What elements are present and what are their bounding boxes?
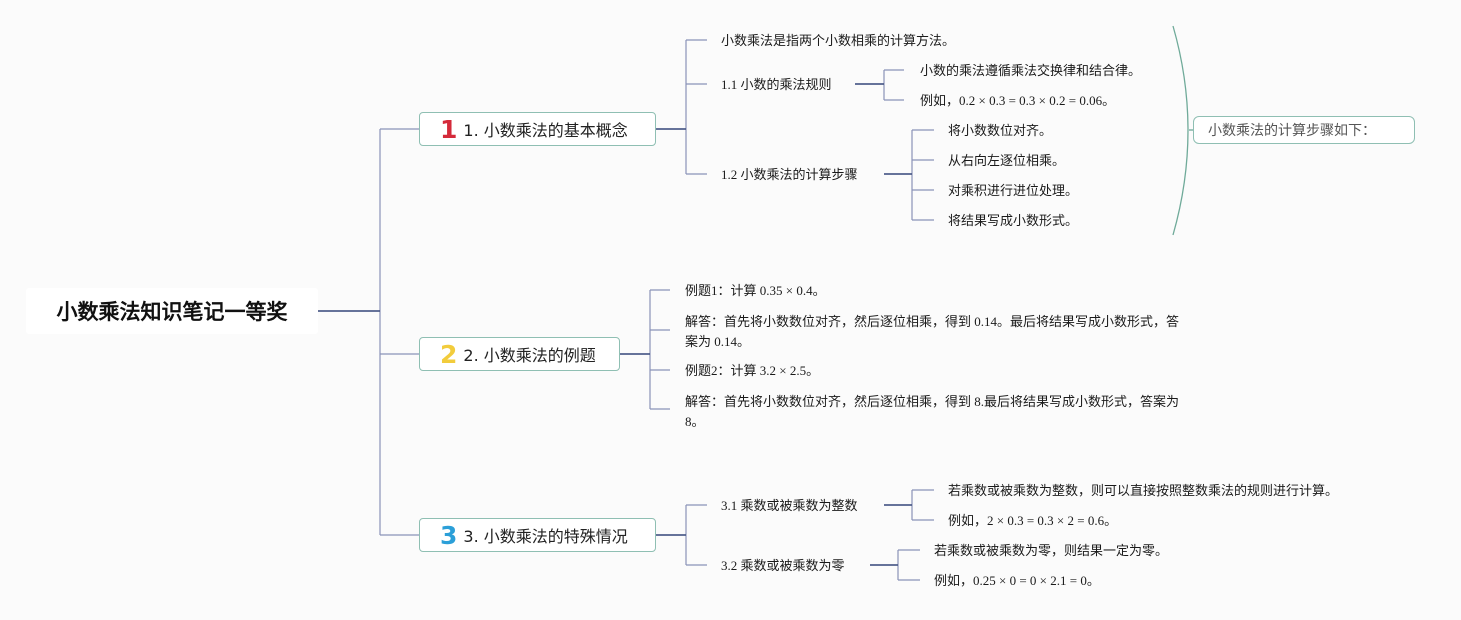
- topic-rule-commutative[interactable]: 小数的乘法遵循乘法交换律和结合律。: [920, 63, 1142, 78]
- topic-step-multiply[interactable]: 从右向左逐位相乘。: [948, 153, 1066, 168]
- topic-answer-1[interactable]: 解答：首先将小数数位对齐，然后逐位相乘，得到 0.14。最后将结果写成小数形式，…: [685, 314, 1180, 349]
- topic-example-2[interactable]: 例题2：计算 3.2 × 2.5。: [685, 363, 820, 378]
- topic-integer-example[interactable]: 例如，2 × 0.3 = 0.3 × 2 = 0.6。: [948, 513, 1118, 528]
- topic-integer-case[interactable]: 3.1 乘数或被乘数为整数: [721, 498, 858, 513]
- topic-answer-2[interactable]: 解答：首先将小数数位对齐，然后逐位相乘，得到 8.最后将结果写成小数形式，答案为…: [685, 394, 1180, 429]
- branch-label: 2. 小数乘法的例题: [463, 346, 596, 365]
- topic-example-1[interactable]: 例题1：计算 0.35 × 0.4。: [685, 283, 826, 298]
- number-three-icon: 3: [440, 520, 458, 550]
- branch-special-cases[interactable]: 3 3. 小数乘法的特殊情况: [419, 518, 656, 552]
- summary-bracket: [1172, 25, 1189, 236]
- branch-label: 1. 小数乘法的基本概念: [463, 121, 628, 140]
- topic-step-carry[interactable]: 对乘积进行进位处理。: [948, 183, 1079, 198]
- topic-zero-example[interactable]: 例如，0.25 × 0 = 0 × 2.1 = 0。: [934, 573, 1100, 588]
- branch-basic-concept[interactable]: 1 1. 小数乘法的基本概念: [419, 112, 656, 146]
- branch-label: 3. 小数乘法的特殊情况: [463, 527, 628, 546]
- topic-step-align[interactable]: 将小数数位对齐。: [948, 123, 1053, 138]
- topic-rule-example[interactable]: 例如，0.2 × 0.3 = 0.3 × 0.2 = 0.06。: [920, 93, 1116, 108]
- topic-zero-case[interactable]: 3.2 乘数或被乘数为零: [721, 558, 845, 573]
- topic-step-decimal[interactable]: 将结果写成小数形式。: [948, 213, 1079, 228]
- summary-callout[interactable]: 小数乘法的计算步骤如下：: [1193, 116, 1415, 144]
- topic-integer-rule[interactable]: 若乘数或被乘数为整数，则可以直接按照整数乘法的规则进行计算。: [948, 483, 1339, 498]
- topic-definition[interactable]: 小数乘法是指两个小数相乘的计算方法。: [721, 33, 956, 48]
- branch-examples[interactable]: 2 2. 小数乘法的例题: [419, 337, 620, 371]
- number-two-icon: 2: [440, 339, 458, 369]
- number-one-icon: 1: [440, 114, 458, 144]
- topic-calculation-steps[interactable]: 1.2 小数乘法的计算步骤: [721, 167, 858, 182]
- topic-multiplication-rule[interactable]: 1.1 小数的乘法规则: [721, 77, 832, 92]
- topic-zero-rule[interactable]: 若乘数或被乘数为零，则结果一定为零。: [934, 543, 1169, 558]
- root-topic[interactable]: 小数乘法知识笔记一等奖: [26, 288, 318, 334]
